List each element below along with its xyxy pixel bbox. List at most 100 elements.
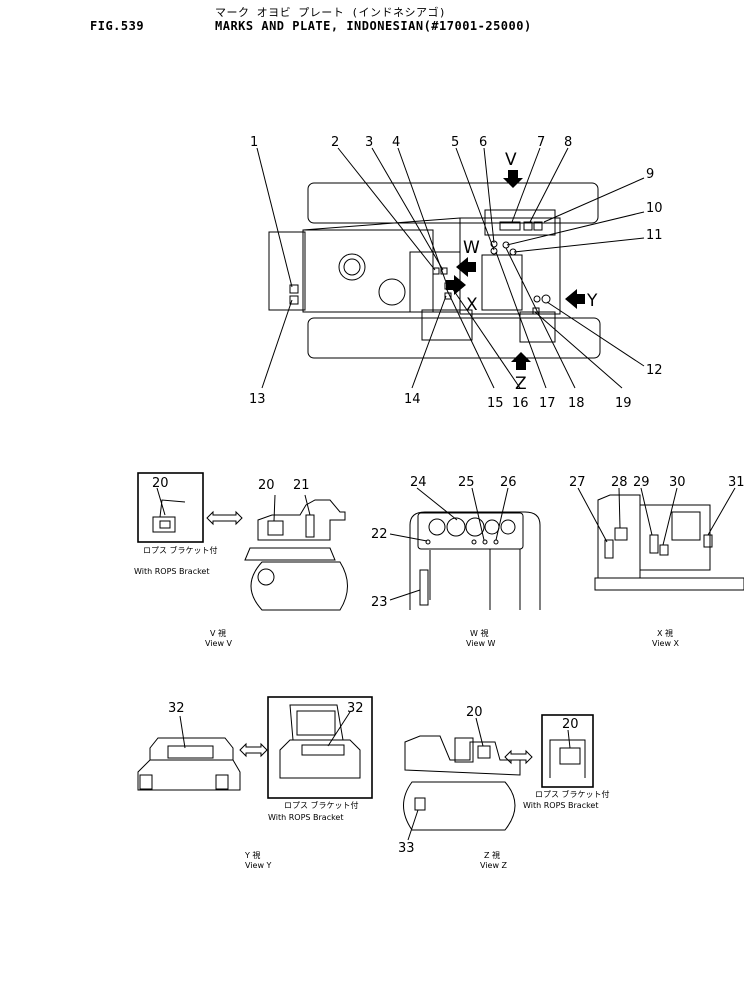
leader-10 (506, 211, 645, 246)
view-v-inset-bracket (159, 499, 186, 518)
callout-12: 12 (646, 363, 663, 378)
view-x-plate-29 (649, 534, 659, 554)
view-v-track (250, 561, 348, 611)
view-y-inset-body (279, 739, 361, 779)
view-y-caption-jp: Y 視 (244, 851, 260, 860)
view-w-leader-22 (389, 533, 428, 542)
callout-8: 8 (564, 135, 572, 150)
view-w-gauge-2 (446, 517, 466, 537)
view-w-leader-26 (495, 487, 509, 541)
view-y-inset-caption-jp: ロプス ブラケット付 (284, 800, 359, 810)
view-z-leader-20 (475, 717, 484, 747)
view-z-leader-33 (407, 809, 419, 841)
main-top-view: V W X Y Z 1 2 3 4 5 6 7 8 9 10 (249, 135, 663, 411)
view-x-plate-27 (604, 539, 614, 559)
rear-counterweight (268, 231, 306, 311)
view-z-inset-leader (567, 729, 571, 749)
view-w-callout-23: 23 (371, 595, 388, 610)
view-w-plate-26 (493, 539, 499, 545)
view-w-gauge-1 (428, 518, 446, 536)
view-w-leader-25 (471, 487, 485, 541)
callout-11: 11 (646, 228, 663, 243)
leader-15 (446, 289, 495, 389)
leader-13 (261, 299, 293, 389)
view-v-plate-20 (267, 520, 284, 536)
view-w: 24 25 26 22 23 W 視 View W (371, 475, 541, 648)
view-w-leader-24 (416, 487, 458, 521)
view-z-caption-en: View Z (480, 861, 508, 870)
callout-9: 9 (646, 167, 654, 182)
view-x-callout-30: 30 (669, 475, 686, 490)
view-w-callout-25: 25 (458, 475, 475, 490)
view-x-engine (639, 504, 711, 571)
view-x-leader-31 (707, 487, 736, 536)
leader-16 (449, 284, 521, 389)
view-y-light-left (139, 774, 153, 790)
callout-15: 15 (487, 396, 504, 411)
view-z-inset-plate (559, 747, 581, 765)
view-w-callout-26: 26 (500, 475, 517, 490)
title-english: MARKS AND PLATE, INDONESIAN(#17001-25000… (215, 19, 532, 33)
leader-1 (256, 147, 293, 288)
view-w-caption-en: View W (466, 639, 496, 648)
view-v-idler (257, 568, 275, 586)
view-w-plate-25 (482, 539, 488, 545)
view-arrow-v (503, 170, 523, 188)
leader-3 (371, 147, 444, 271)
view-x-leader-29 (640, 487, 653, 536)
rear-step (421, 309, 473, 341)
view-y-light-right (215, 774, 229, 790)
view-y-inset-window (296, 710, 336, 736)
view-arrow-w (456, 257, 476, 277)
plate-mark-1 (289, 284, 299, 294)
leader-7 (511, 147, 541, 223)
view-x-callout-28: 28 (611, 475, 628, 490)
view-v-double-arrow (206, 510, 243, 526)
view-x-caption-en: View X (652, 639, 680, 648)
view-w-leader-23 (389, 589, 421, 601)
view-v-plate-21 (305, 514, 315, 538)
view-z-callout-33: 33 (398, 841, 415, 856)
callout-17: 17 (539, 396, 556, 411)
view-w-gauge-5 (500, 519, 516, 535)
plate-mark-12 (533, 295, 541, 303)
dash-switch-2 (533, 221, 543, 231)
operator-seat (481, 254, 523, 311)
view-v-caption-en: View V (205, 639, 233, 648)
view-z-plate-20 (477, 745, 491, 759)
leader-11 (513, 237, 645, 253)
plate-mark-5 (490, 247, 498, 255)
view-y-caption-en: View Y (245, 861, 272, 870)
view-z-inset-caption-en: With ROPS Bracket (523, 801, 599, 810)
view-v-callout-21: 21 (293, 478, 310, 493)
plate-mark-12b (541, 294, 551, 304)
view-x-callout-29: 29 (633, 475, 650, 490)
callout-18: 18 (568, 396, 585, 411)
view-y-leader-32 (179, 715, 186, 749)
view-x-leader-27 (577, 487, 608, 543)
leader-17 (495, 251, 547, 389)
view-z-body (404, 735, 521, 776)
view-w-plate-24 (471, 539, 477, 545)
callout-3: 3 (365, 135, 373, 150)
view-y-double-arrow (239, 742, 268, 758)
view-y-inset-callout-32: 32 (347, 701, 364, 716)
view-y-inset-plate-32 (301, 744, 345, 756)
dash-plate (499, 221, 521, 231)
view-x-plate-28 (614, 527, 628, 541)
view-z-inset-callout-20: 20 (562, 717, 579, 732)
view-x-leader-28 (618, 487, 621, 529)
callout-14: 14 (404, 392, 421, 407)
lower-track (307, 317, 601, 359)
leader-14 (411, 295, 447, 389)
view-w-callout-24: 24 (410, 475, 427, 490)
leader-9 (543, 177, 645, 223)
callout-10: 10 (646, 201, 663, 216)
view-y-plate-32 (167, 745, 214, 759)
callout-2: 2 (331, 135, 339, 150)
view-arrow-z (511, 352, 531, 370)
view-x-engine-block (671, 511, 701, 541)
view-v: 20 ロプス ブラケット付 With ROPS Bracket 20 21 V … (134, 472, 348, 648)
view-x-caption-jp: X 視 (657, 629, 673, 638)
view-y-inset-frame (267, 696, 373, 799)
